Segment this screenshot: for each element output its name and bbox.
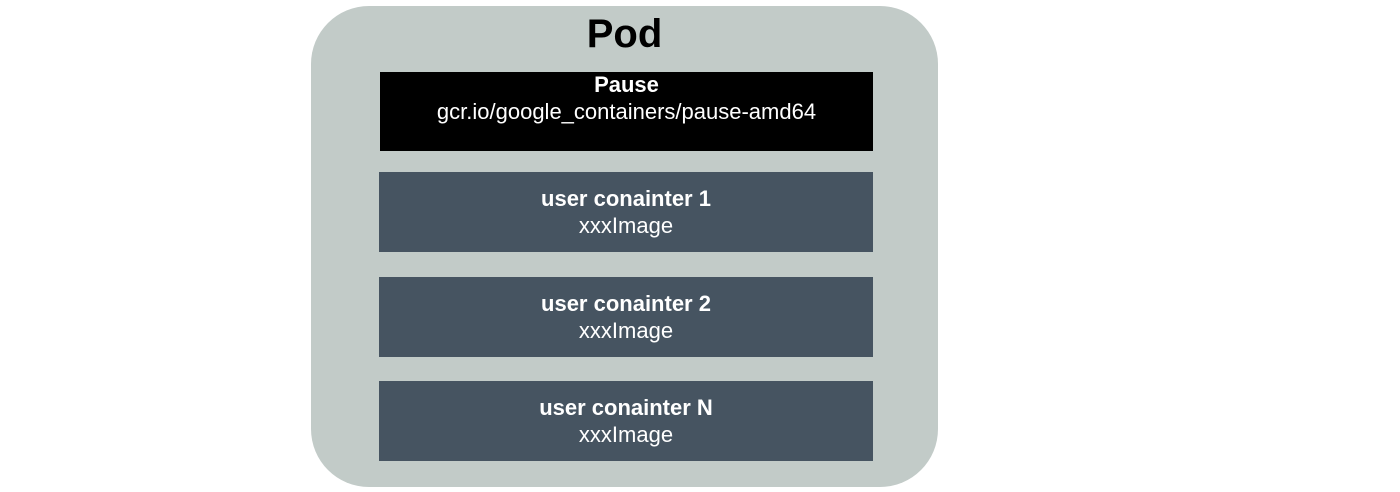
user-container-1: user conainter 1 xxxImage bbox=[379, 172, 873, 252]
pause-container: Pause gcr.io/google_containers/pause-amd… bbox=[380, 72, 873, 151]
user-container-n: user conainter N xxxImage bbox=[379, 381, 873, 461]
user-container-image: xxxImage bbox=[578, 212, 674, 238]
pause-title: Pause bbox=[594, 72, 659, 97]
pause-image: gcr.io/google_containers/pause-amd64 bbox=[436, 99, 817, 124]
user-container-title: user conainter 2 bbox=[541, 290, 711, 316]
user-container-title: user conainter N bbox=[539, 394, 713, 420]
user-container-image: xxxImage bbox=[578, 421, 674, 447]
user-container-2: user conainter 2 xxxImage bbox=[379, 277, 873, 357]
user-container-title: user conainter 1 bbox=[541, 185, 711, 211]
user-container-image: xxxImage bbox=[578, 317, 674, 343]
pod-container: Pod Pause gcr.io/google_containers/pause… bbox=[311, 6, 938, 487]
pod-title: Pod bbox=[586, 12, 663, 56]
